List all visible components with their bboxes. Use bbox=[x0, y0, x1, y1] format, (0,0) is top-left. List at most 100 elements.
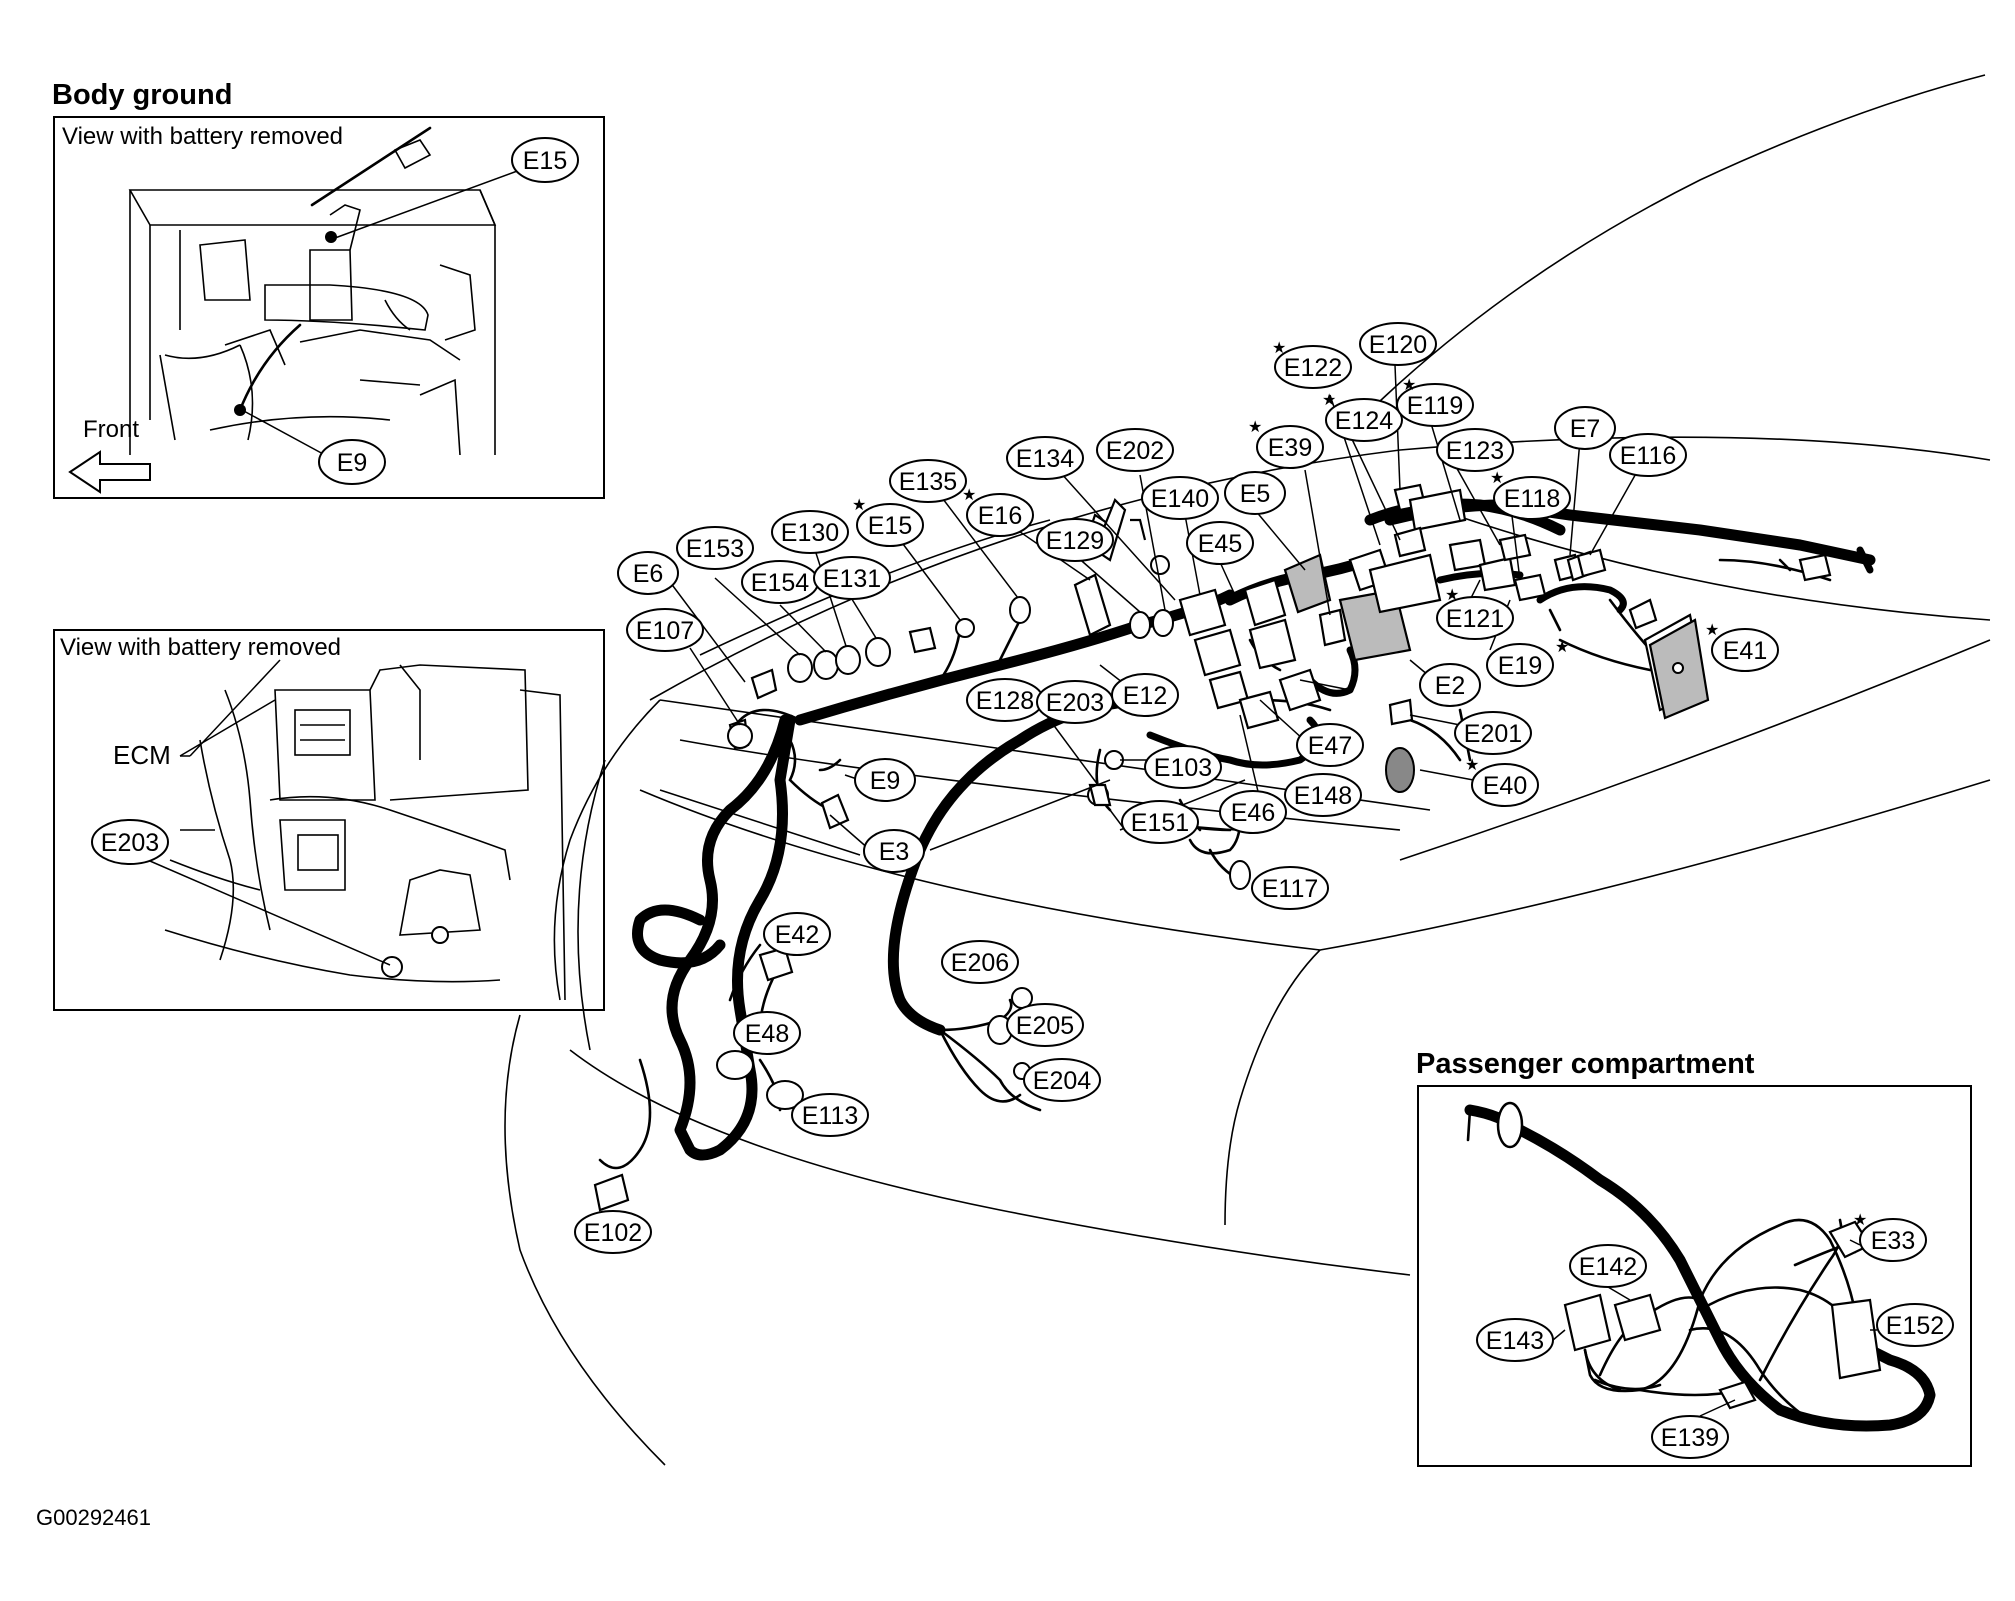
bubble-e201: E201 bbox=[1454, 711, 1532, 755]
ground-bolt-e15 bbox=[325, 231, 337, 243]
bubble-e113: E113 bbox=[791, 1093, 869, 1137]
svg-text:E122: E122 bbox=[1284, 354, 1342, 382]
svg-text:★: ★ bbox=[852, 495, 866, 514]
bubble-e130: E130 bbox=[771, 510, 849, 554]
bubble-e12: E12 bbox=[1111, 673, 1179, 717]
bubble-e9: E9 bbox=[854, 758, 916, 802]
svg-text:★: ★ bbox=[1402, 375, 1416, 394]
svg-text:E48: E48 bbox=[745, 1020, 789, 1048]
bubble-e134: E134 bbox=[1006, 436, 1084, 480]
bubble-e41: E41★ bbox=[1705, 620, 1779, 672]
inset-passenger-compartment: Passenger compartment bbox=[1416, 1048, 1972, 1467]
bubble-e135: E135 bbox=[889, 459, 967, 503]
bubble-e46: E46 bbox=[1219, 790, 1287, 834]
bubble-e152: E152 bbox=[1876, 1303, 1954, 1347]
inset-ecm-view: View with battery removed ECM bbox=[53, 629, 605, 1011]
svg-text:E41: E41 bbox=[1723, 637, 1767, 665]
bubble-e39: E39★ bbox=[1248, 417, 1324, 469]
svg-text:E153: E153 bbox=[686, 535, 744, 563]
svg-text:E15: E15 bbox=[868, 512, 912, 540]
bubble-e7: E7 bbox=[1554, 406, 1616, 450]
bubble-e47: E47 bbox=[1296, 723, 1364, 767]
svg-text:E15: E15 bbox=[523, 147, 567, 175]
svg-text:E7: E7 bbox=[1570, 415, 1601, 443]
svg-text:E131: E131 bbox=[823, 565, 881, 593]
bubble-e107: E107 bbox=[626, 608, 704, 652]
front-label: Front bbox=[83, 416, 139, 443]
svg-text:E120: E120 bbox=[1369, 331, 1427, 359]
connector-labels: E15 E9 E203 E122★ E120 E124★ E119★ E39★ … bbox=[91, 137, 1954, 1459]
svg-text:E117: E117 bbox=[1262, 875, 1319, 903]
bubble-e119: E119★ bbox=[1396, 375, 1474, 427]
bubble-e131: E131 bbox=[813, 556, 891, 600]
inset-frame-3 bbox=[1417, 1085, 1972, 1467]
caption-view-2: View with battery removed bbox=[60, 634, 341, 661]
figure-id: G00292461 bbox=[36, 1505, 151, 1530]
svg-text:E139: E139 bbox=[1661, 1424, 1719, 1452]
bubble-e202: E202 bbox=[1096, 428, 1174, 472]
svg-text:E119: E119 bbox=[1407, 392, 1464, 420]
connector-e143-body bbox=[1563, 1293, 1612, 1352]
svg-text:E130: E130 bbox=[781, 519, 839, 547]
svg-text:E16: E16 bbox=[978, 502, 1022, 530]
svg-text:★: ★ bbox=[962, 485, 976, 504]
bubble-e143: E143 bbox=[1476, 1318, 1554, 1362]
svg-text:E202: E202 bbox=[1106, 437, 1164, 465]
svg-text:E204: E204 bbox=[1033, 1067, 1091, 1095]
heading-passenger-compartment: Passenger compartment bbox=[1416, 1048, 1755, 1080]
svg-text:E154: E154 bbox=[751, 569, 809, 597]
connector-e139-body bbox=[1718, 1380, 1757, 1410]
svg-text:E205: E205 bbox=[1016, 1012, 1074, 1040]
bubble-e2: E2 bbox=[1419, 663, 1481, 707]
svg-text:E3: E3 bbox=[879, 838, 910, 866]
bubble-e151: E151 bbox=[1121, 800, 1199, 844]
svg-text:E128: E128 bbox=[976, 687, 1034, 715]
svg-text:E39: E39 bbox=[1268, 434, 1312, 462]
svg-text:E142: E142 bbox=[1579, 1253, 1637, 1281]
svg-text:E40: E40 bbox=[1483, 772, 1527, 800]
bubble-e139: E139 bbox=[1651, 1415, 1729, 1459]
inset-frame-1 bbox=[53, 116, 605, 499]
svg-text:E5: E5 bbox=[1240, 480, 1271, 508]
svg-text:E148: E148 bbox=[1294, 782, 1352, 810]
svg-text:E151: E151 bbox=[1131, 809, 1189, 837]
svg-text:★: ★ bbox=[1705, 620, 1719, 639]
bubble-e204: E204 bbox=[1023, 1058, 1101, 1102]
bubble-e123: E123 bbox=[1436, 428, 1514, 472]
bubble-e45: E45 bbox=[1186, 521, 1254, 565]
bubble-e19: E19★ bbox=[1486, 637, 1569, 687]
svg-text:★: ★ bbox=[1853, 1210, 1867, 1229]
bubble-e48: E48 bbox=[733, 1011, 801, 1055]
svg-text:★: ★ bbox=[1490, 468, 1504, 487]
svg-text:E124: E124 bbox=[1335, 407, 1393, 435]
bubble-e142: E142 bbox=[1569, 1244, 1647, 1288]
vehicle-body-outline bbox=[504, 74, 1991, 1466]
bubble-e16: E16★ bbox=[962, 485, 1034, 537]
svg-text:E46: E46 bbox=[1231, 799, 1275, 827]
bubble-e118: E118★ bbox=[1490, 468, 1571, 520]
svg-text:E47: E47 bbox=[1308, 732, 1352, 760]
svg-text:E12: E12 bbox=[1123, 682, 1167, 710]
ecm-label: ECM bbox=[113, 740, 171, 770]
svg-text:E129: E129 bbox=[1046, 527, 1104, 555]
svg-text:★: ★ bbox=[1272, 338, 1286, 357]
bubble-e148: E148 bbox=[1284, 773, 1362, 817]
svg-text:E2: E2 bbox=[1435, 672, 1466, 700]
bubble-e5: E5 bbox=[1224, 471, 1286, 515]
bubble-e140: E140 bbox=[1141, 476, 1219, 520]
bubble-e103: E103 bbox=[1144, 745, 1222, 789]
front-arrow-icon: Front bbox=[68, 416, 151, 494]
bubble-e33: E33★ bbox=[1853, 1210, 1927, 1262]
inset-body-ground: Body ground View with battery removed bbox=[52, 79, 605, 499]
bubble-e203: E203 bbox=[1036, 680, 1114, 724]
svg-text:E140: E140 bbox=[1151, 485, 1209, 513]
svg-text:E116: E116 bbox=[1620, 442, 1677, 470]
bubble-e3: E3 bbox=[863, 829, 925, 873]
bubble-e205: E205 bbox=[1006, 1003, 1084, 1047]
svg-text:E135: E135 bbox=[899, 468, 957, 496]
bubble-e102: E102 bbox=[574, 1210, 652, 1254]
bubble-e121: E121★ bbox=[1436, 585, 1514, 640]
bubble-e120: E120 bbox=[1359, 322, 1437, 366]
bubble-e15: E15★ bbox=[852, 495, 924, 547]
